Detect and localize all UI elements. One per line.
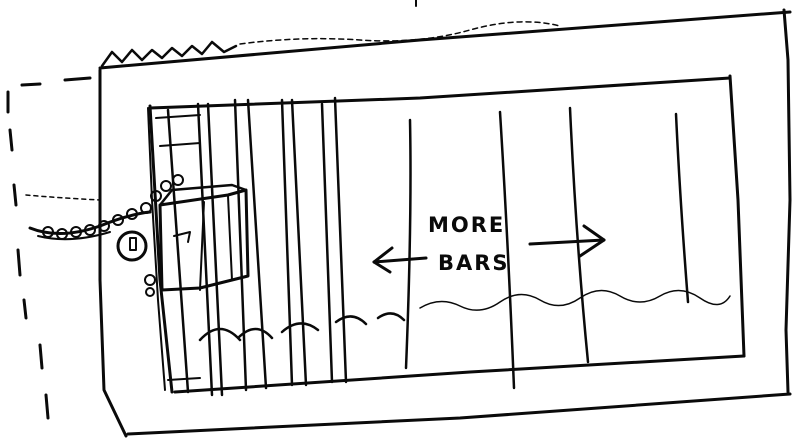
bar bbox=[282, 100, 292, 385]
bar bbox=[235, 100, 246, 390]
bar bbox=[168, 110, 188, 392]
faint-wave bbox=[420, 290, 730, 310]
bar bbox=[406, 120, 411, 368]
bar bbox=[676, 114, 688, 302]
left-arrow-icon bbox=[374, 248, 426, 272]
bar bbox=[292, 100, 306, 385]
bar bbox=[322, 104, 332, 382]
bar bbox=[335, 98, 346, 382]
right-arrow-icon bbox=[530, 226, 604, 256]
bars-label: BARS bbox=[438, 251, 510, 275]
more-label: MORE bbox=[428, 213, 505, 237]
left-dashed-edge bbox=[8, 78, 90, 418]
bar bbox=[248, 100, 266, 388]
bar bbox=[500, 112, 514, 388]
bar bbox=[570, 108, 588, 362]
padlock-icon bbox=[118, 185, 248, 290]
